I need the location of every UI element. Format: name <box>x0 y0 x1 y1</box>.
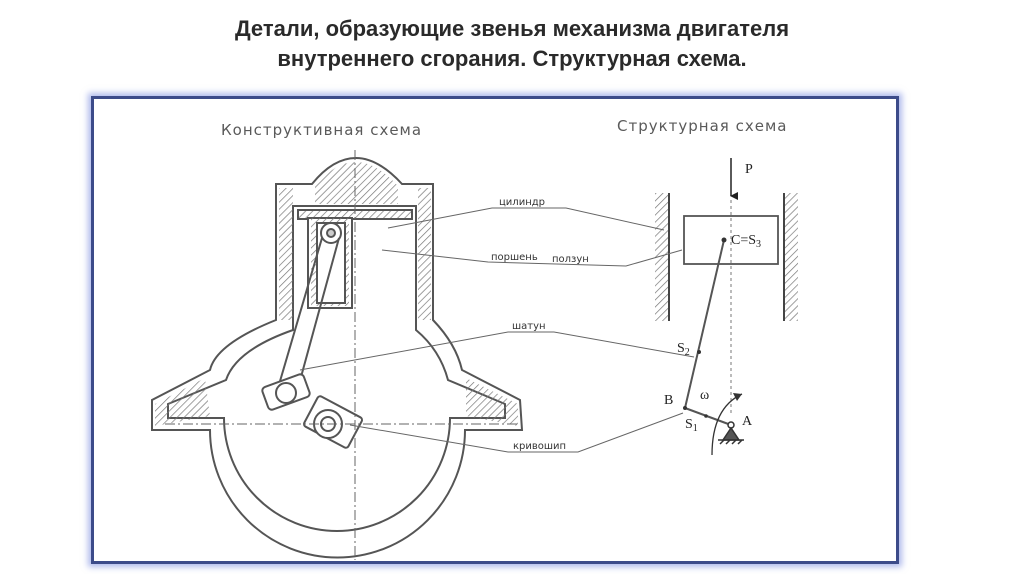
centerlines <box>165 150 520 560</box>
crank-label: кривошип <box>513 441 566 452</box>
title-line-1: Детали, образующие звенья механизма двиг… <box>234 16 790 41</box>
piston <box>297 209 413 309</box>
point-s1-mark <box>704 414 708 418</box>
point-s1-label: S1 <box>685 417 698 434</box>
leader-lines <box>299 207 695 453</box>
slide-title: Детали, образующие звенья механизма двиг… <box>0 14 1024 74</box>
point-a-label: A <box>742 414 753 429</box>
cylinder-label: цилиндр <box>499 197 545 208</box>
force-label: P <box>745 162 753 177</box>
guide-walls <box>655 193 798 321</box>
piston-label: поршень <box>491 252 538 263</box>
slider-label: ползун <box>552 254 589 265</box>
point-c-label: C=S3 <box>731 233 761 250</box>
fixed-support-a <box>718 421 744 445</box>
diagram-frame <box>91 96 899 564</box>
slider-block <box>683 215 779 265</box>
point-s2-label: S2 <box>677 341 690 358</box>
point-s2-mark <box>697 350 701 354</box>
omega-label: ω <box>700 388 709 403</box>
connecting-rod-label: шатун <box>512 321 546 332</box>
constructive-scheme-heading: Конструктивная схема <box>221 121 422 139</box>
crank-link <box>684 407 732 426</box>
connecting-rod-part <box>261 237 340 411</box>
point-c-joint <box>721 237 727 243</box>
structural-scheme-heading: Структурная схема <box>617 117 787 135</box>
cylinder-wall-hatching <box>155 162 518 426</box>
point-b-label: B <box>664 393 673 408</box>
title-line-2: внутреннего сгорания. Структурная схема. <box>277 46 747 71</box>
point-b-joint <box>683 406 687 410</box>
crank-part <box>303 395 363 449</box>
connecting-rod-link <box>684 239 725 409</box>
omega-arrowhead <box>733 393 742 401</box>
